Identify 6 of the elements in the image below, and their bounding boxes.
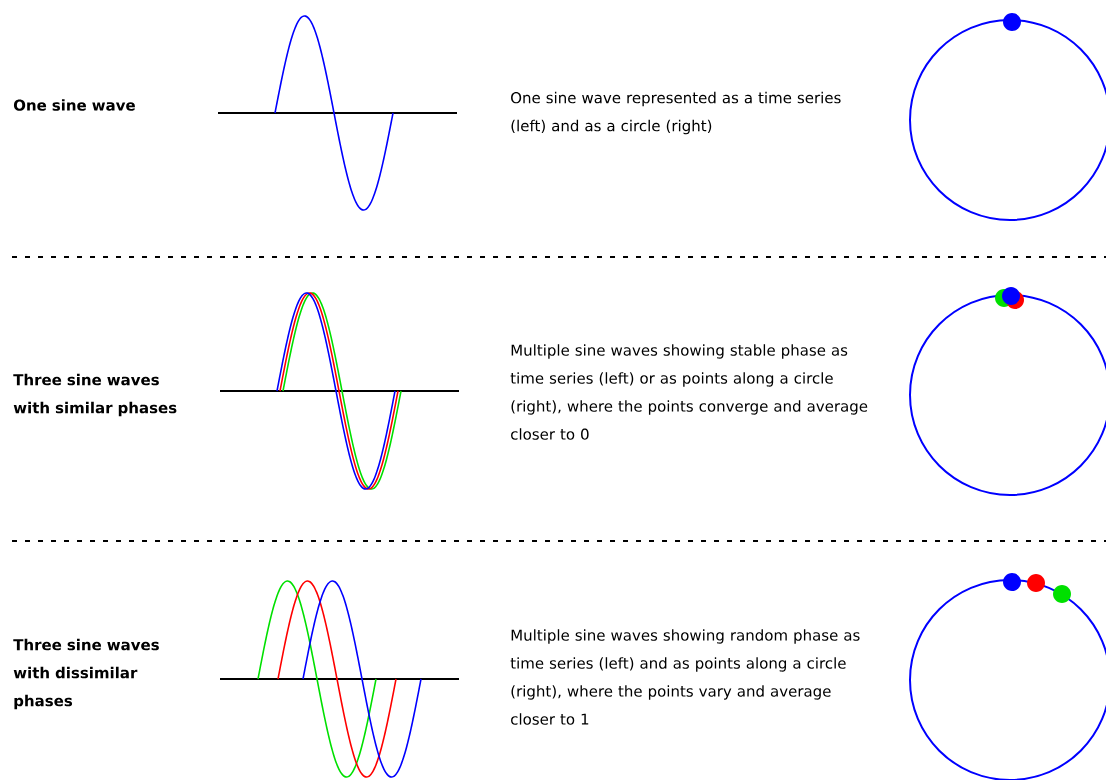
description-text: Multiple sine waves showing stable phase as time series (left) or as points along a circle (right), where the points converge and average closer to 0 — [510, 344, 868, 440]
row-label: Three sine waves with dissimilar phases — [13, 638, 159, 710]
row-label: One sine wave — [13, 99, 135, 111]
row-label: Three sine waves with similar phases — [13, 373, 177, 417]
description-text: One sine wave represented as a time series (left) and as a circle (right) — [511, 91, 841, 135]
description-text: Multiple sine waves showing random phase as time series (left) and as points along a circle (right), where the points vary and average closer to 1 — [510, 629, 860, 725]
